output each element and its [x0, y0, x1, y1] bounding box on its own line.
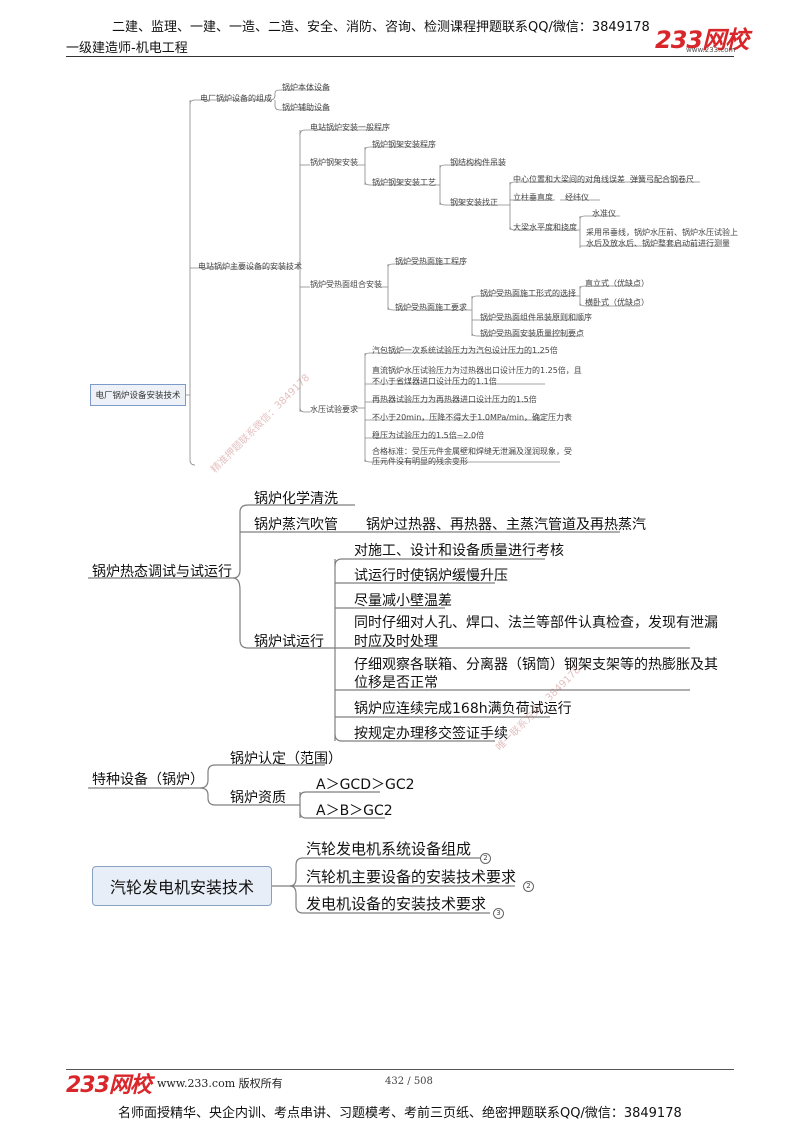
- mindmap4-item-3: 发电机设备的安装技术要求: [306, 895, 487, 913]
- mindmap2-b3-item-8: 锅炉应连续完成168h满负荷试运行: [354, 701, 572, 717]
- mindmap2-b3-item-7: 位移是否正常: [354, 675, 438, 691]
- brand-logo-url: www.233.com: [686, 46, 736, 54]
- mindmap4-item-2-badge: 2: [523, 881, 534, 892]
- page-number: 432 / 508: [385, 1076, 433, 1087]
- mindmap1-f2-note: 经纬仪: [565, 193, 589, 202]
- mindmap4-item-2: 汽轮机主要设备的安装技术要求: [306, 868, 517, 886]
- mindmap2-b3-item-2: 试运行时使锅炉缓慢升压: [354, 568, 508, 584]
- mindmap2-b2: 锅炉蒸汽吹管: [254, 517, 338, 533]
- mindmap2-b3-item-5: 时应及时处理: [354, 634, 438, 650]
- brand-logo: 233网校: [655, 26, 749, 54]
- mindmap1-c3-e1b: 横卧式（优缺点）: [585, 298, 649, 307]
- mindmap1-c3-e3: 锅炉受热面安装质量控制要点: [480, 329, 584, 338]
- mindmap1-c4: 水压试验要求: [310, 405, 358, 414]
- footer-divider: [66, 1069, 734, 1070]
- mindmap2-b3-item-1: 对施工、设计和设备质量进行考核: [354, 543, 564, 559]
- mindmap1-f1-note: 弹簧弓配合钢卷尺: [630, 175, 694, 184]
- mindmap1-c2-e2: 钢架安装找正: [450, 198, 498, 207]
- mindmap1-c3-e1a: 直立式（优缺点）: [585, 279, 649, 288]
- mindmap1-c3-d2: 锅炉受热面施工要求: [395, 303, 467, 312]
- mindmap1-f3-note2a: 采用吊垂线，锅炉水压前、锅炉水压试验上: [586, 228, 738, 237]
- mindmap1-f3-note2b: 水后及放水后、锅炉整套启动前进行测量: [586, 239, 730, 248]
- mindmap2-root: 锅炉热态调试与试运行: [92, 564, 232, 580]
- mindmap4-item-1: 汽轮发电机系统设备组成: [306, 840, 472, 858]
- mindmap1-b2: 电站锅炉主要设备的安装技术: [198, 262, 302, 271]
- mindmap1-c3: 锅炉受热面组合安装: [310, 280, 382, 289]
- mindmap1-c2-d2: 锅炉钢架安装工艺: [372, 178, 436, 187]
- mindmap3-b1: 锅炉认定（范围）: [230, 751, 342, 767]
- mindmap2-b3-item-6: 仔细观察各联箱、分离器（锅筒）钢架支架等的热膨胀及其: [354, 657, 718, 673]
- mindmap1-c2-d1: 锅炉钢架安装程序: [372, 140, 436, 149]
- mindmap1-c2: 锅炉钢架安装: [310, 158, 358, 167]
- mindmap1-b1: 电厂锅炉设备的组成: [200, 94, 272, 103]
- mindmap1-b1-item-2: 锅炉辅助设备: [282, 103, 330, 112]
- mindmap1-c4-item-1: 汽包锅炉一次系统试验压力为汽包设计压力的1.25倍: [372, 346, 558, 355]
- mindmap2-b1: 锅炉化学清洗: [254, 491, 338, 507]
- mindmap4-item-3-badge: 3: [493, 908, 504, 919]
- mindmap1-c4-item-6: 稳压为试验压力的1.5倍~2.0倍: [372, 431, 485, 440]
- footer-site: www.233.com 版权所有: [157, 1077, 283, 1090]
- mindmap1-c2-e1: 钢结构构件吊装: [450, 158, 506, 167]
- mindmap3-b2: 锅炉资质: [230, 790, 286, 806]
- mindmap1-f1: 中心位置和大梁间的对角线误差: [513, 175, 625, 184]
- footer-ad-text: 名师面授精华、央企内训、考点串讲、习题模考、考前三页纸、绝密押题联系QQ/微信：…: [118, 1106, 682, 1121]
- mindmap1-f2: 立柱垂直度: [513, 193, 553, 202]
- mindmap1-c4-item-2: 直流锅炉水压试验压力为过热器出口设计压力的1.25倍，且: [372, 366, 582, 375]
- mindmap3-b2-item-1: A＞GCD＞GC2: [316, 777, 415, 793]
- mindmap2-b3: 锅炉试运行: [254, 634, 324, 650]
- header-subject: 一级建造师-机电工程: [66, 41, 188, 56]
- mindmap1-b1-item-1: 锅炉本体设备: [282, 83, 330, 92]
- footer-brand-logo: 233网校: [66, 1073, 152, 1098]
- mindmap1-f3-note1: 水准仪: [592, 209, 616, 218]
- mindmap3-root: 特种设备（锅炉）: [92, 772, 204, 788]
- mindmap3-b2-item-2: A＞B＞GC2: [316, 803, 393, 819]
- mindmap2-b2-item: 锅炉过热器、再热器、主蒸汽管道及再热蒸汽: [366, 517, 646, 533]
- mindmap2-b3-item-3: 尽量减小壁温差: [354, 593, 452, 609]
- mindmap1-c3-e1: 锅炉受热面施工形式的选择: [480, 289, 576, 298]
- mindmap4-root: 汽轮发电机安装技术: [92, 866, 272, 906]
- mindmap1-f3: 大梁水平度和挠度: [513, 223, 577, 232]
- mindmap1-c3-e2: 锅炉受热面组件吊装原则和顺序: [480, 313, 592, 322]
- mindmap1-c4-item-3: 不小于省煤器进口设计压力的1.1倍: [372, 377, 497, 386]
- header-ad-text: 二建、监理、一建、一造、二造、安全、消防、咨询、检测课程押题联系QQ/微信：38…: [112, 20, 650, 35]
- mindmap2-b3-item-4: 同时仔细对人孔、焊口、法兰等部件认真检查，发现有泄漏: [354, 615, 718, 631]
- header-divider: [66, 56, 734, 57]
- mindmap1-c4-item-7: 合格标准：受压元件金属壁和焊缝无泄漏及湿润现象，受: [372, 447, 572, 456]
- mindmap1-c4-item-4: 再热器试验压力为再热器进口设计压力的1.5倍: [372, 395, 537, 404]
- mindmap1-c1: 电站锅炉安装一般程序: [310, 123, 390, 132]
- mindmap1-root: 电厂锅炉设备安装技术: [90, 384, 186, 406]
- mindmap1-c4-item-5: 不小于20min，压降不得大于1.0MPa/min，确定压力表: [372, 413, 573, 422]
- mindmap1-c4-item-8: 压元件没有明显的残余变形: [372, 457, 468, 466]
- mindmap4-item-1-badge: 2: [480, 853, 491, 864]
- mindmap1-c3-d1: 锅炉受热面施工程序: [395, 257, 467, 266]
- mindmap2-b3-item-9: 按规定办理移交签证手续: [354, 726, 508, 742]
